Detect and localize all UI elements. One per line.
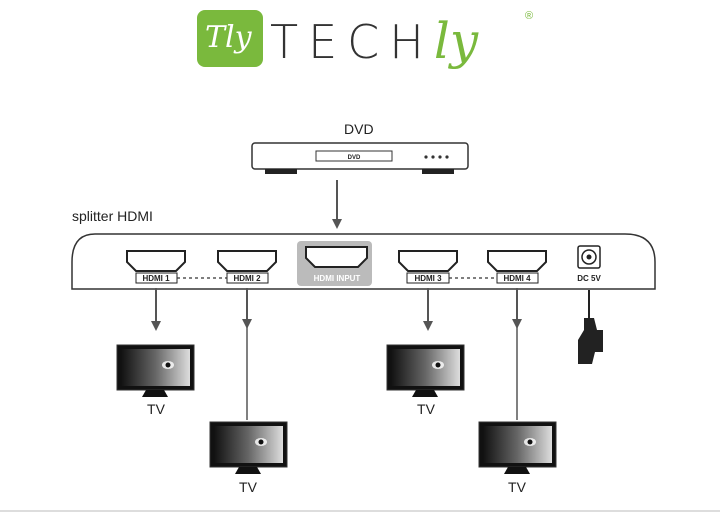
techly-wordmark: TECHly: [270, 8, 478, 74]
wordmark-main: TECH: [270, 15, 434, 69]
port-label-hdmi-2: HDMI 2: [233, 274, 261, 283]
tv-3-icon: [386, 344, 465, 397]
hdmi-port-4: HDMI 4: [487, 250, 547, 284]
tv-2-icon: [209, 421, 288, 474]
bottom-divider: [0, 510, 720, 512]
port-label-hdmi-1: HDMI 1: [142, 274, 170, 283]
hdmi-port-1: HDMI 1: [126, 250, 186, 284]
tv-1-label: TV: [147, 401, 166, 417]
port-label-hdmi-3: HDMI 3: [414, 274, 442, 283]
tv-3-label: TV: [417, 401, 436, 417]
dc-power-label: DC 5V: [577, 274, 601, 283]
tv-4-label: TV: [508, 479, 527, 495]
dvd-panel-text: DVD: [348, 155, 361, 161]
dvd-label: DVD: [344, 121, 374, 137]
tv-2-label: TV: [239, 479, 258, 495]
techly-logo-mark: Tly: [197, 10, 263, 67]
wordmark-accent: ly: [433, 12, 479, 70]
hdmi-input-port: HDMI INPUT: [305, 246, 368, 283]
logo-mark-text: Tly: [205, 20, 252, 55]
tv-4-icon: [478, 421, 557, 474]
registered-mark: ®: [525, 10, 534, 22]
dvd-player: DVD: [251, 142, 469, 174]
port-label-hdmi-4: HDMI 4: [503, 274, 531, 283]
hdmi-port-3: HDMI 3: [398, 250, 458, 284]
port-label-hdmi-input: HDMI INPUT: [314, 274, 361, 283]
dc-power-jack: DC 5V: [577, 245, 601, 283]
splitter-label: splitter HDMI: [72, 208, 153, 224]
power-plug-icon: [578, 290, 603, 364]
tv-1-icon: [116, 344, 195, 397]
